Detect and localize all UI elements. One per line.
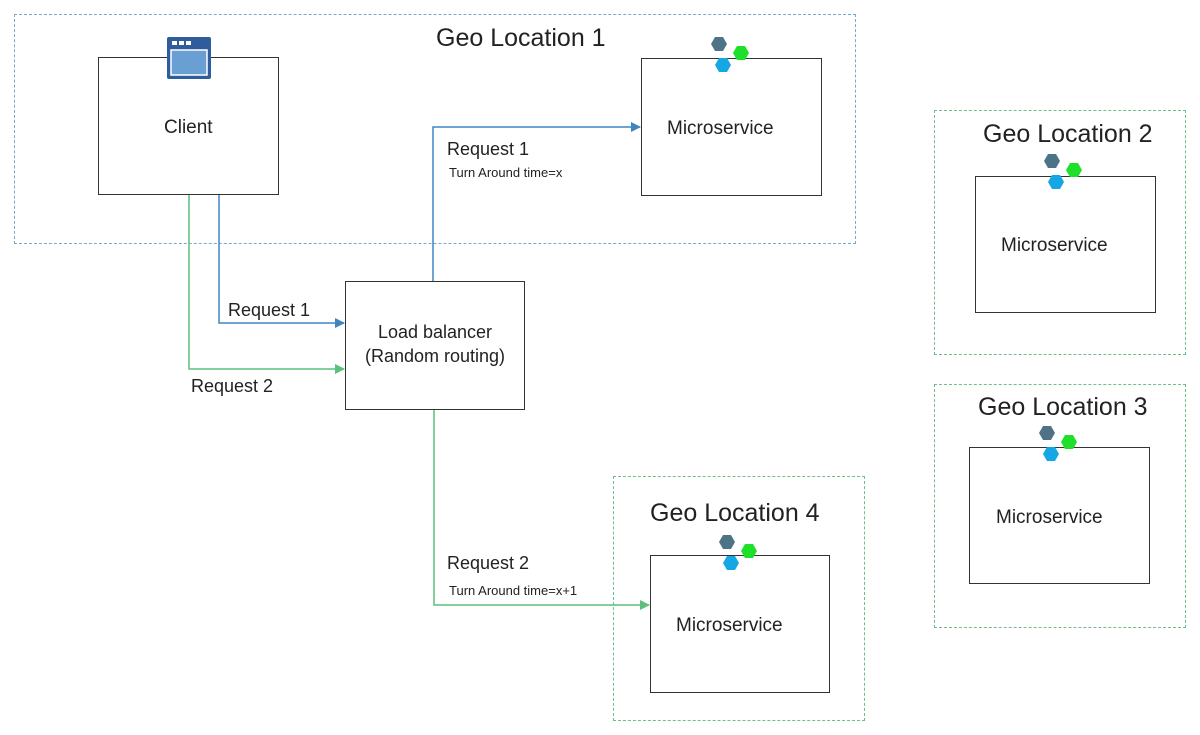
lb-request-2-time-label: Turn Around time=x+1 [449, 583, 578, 598]
hexagon-cluster-icon [1044, 154, 1082, 189]
load-balancer-label: Load balancer (Random routing) [345, 320, 525, 368]
client-label: Client [164, 117, 213, 138]
request-1-lb-to-geo1-arrow [432, 122, 641, 281]
lb-request-2-label: Request 2 [447, 553, 530, 573]
microservice-geo1-box [641, 58, 822, 196]
microservice-geo3-box [969, 447, 1150, 584]
hexagon-cluster-icon [1039, 426, 1077, 461]
microservice-geo4-box [650, 555, 830, 693]
hexagon-cluster-icon [719, 535, 757, 570]
client-box [98, 57, 279, 195]
request-2-lb-to-geo4-arrow [433, 410, 650, 610]
geo-location-4-title: Geo Location 4 [650, 499, 820, 527]
geo-location-2-title: Geo Location 2 [983, 120, 1153, 148]
microservice-geo2-box [975, 176, 1156, 313]
lb-request-1-label: Request 1 [447, 139, 530, 159]
geo-location-3-region [934, 384, 1186, 628]
request-2-client-to-lb-arrow [188, 195, 345, 374]
geo-location-4-region [613, 476, 865, 721]
geo-location-1-title: Geo Location 1 [436, 24, 606, 52]
client-request-2-label: Request 2 [191, 376, 274, 396]
microservice-geo1-label: Microservice [667, 118, 774, 139]
microservice-geo3-label: Microservice [996, 507, 1103, 528]
microservice-geo2-label: Microservice [1001, 235, 1108, 256]
load-balancer-title: Load balancer [377, 322, 493, 342]
lb-request-1-time-label: Turn Around time=x [449, 165, 563, 180]
geo-location-2-region [934, 110, 1186, 355]
request-1-client-to-lb-arrow [218, 195, 345, 328]
client-request-1-label: Request 1 [228, 300, 311, 320]
geo-location-3-title: Geo Location 3 [978, 393, 1148, 421]
geo-location-1-region [14, 14, 856, 244]
browser-window-icon [167, 37, 211, 79]
load-balancer-subtitle: (Random routing) [364, 346, 506, 366]
microservice-geo4-label: Microservice [676, 615, 783, 636]
load-balancer-box [345, 281, 525, 410]
hexagon-cluster-icon [711, 37, 749, 72]
